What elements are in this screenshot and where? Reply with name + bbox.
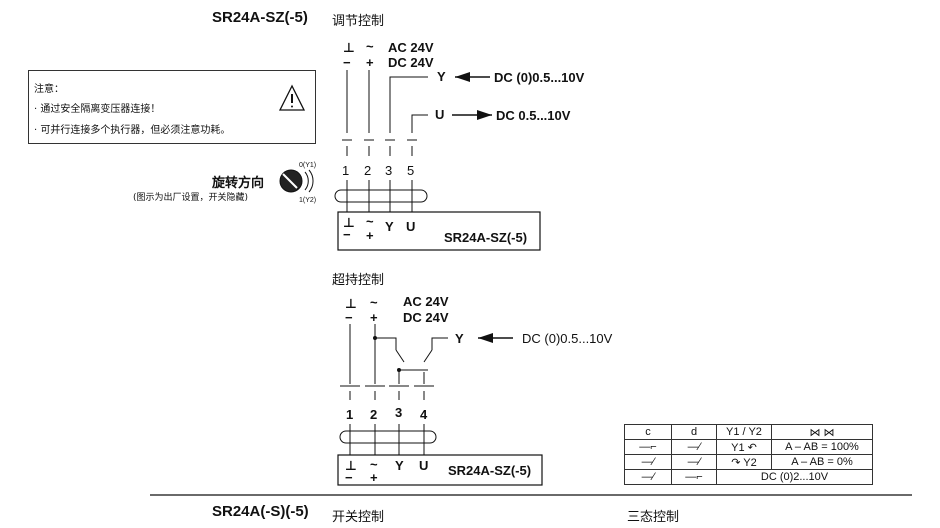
middle-plus-symbol: +: [370, 310, 378, 325]
bottom-model-title: SR24A(-S)(-5): [212, 503, 309, 520]
middle-supply-dc: DC 24V: [403, 310, 449, 325]
top-box-u: U: [406, 219, 416, 234]
table-cell: ↷ Y2: [716, 454, 772, 470]
middle-box-y: Y: [395, 458, 404, 473]
table-cell: —⁄: [624, 469, 672, 485]
middle-box-u: U: [419, 458, 429, 473]
top-u-signal: DC 0.5...10V: [496, 108, 571, 123]
middle-wire-4: [414, 337, 448, 400]
table-cell: —⁄: [624, 454, 672, 470]
note-title: 注意：: [34, 84, 64, 95]
top-y-signal: DC (0)0.5...10V: [494, 70, 585, 85]
top-supply-dc: DC 24V: [388, 55, 434, 70]
top-terminal-1: 1: [342, 163, 350, 178]
top-mode-title: 调节控制: [332, 14, 385, 29]
top-terminal-3: 3: [385, 163, 393, 178]
middle-gnd-symbol: ⊥: [345, 296, 357, 311]
table-cell: —⁄: [671, 439, 717, 455]
middle-y-arrow-icon: [478, 333, 513, 343]
middle-terminal-1: 1: [346, 407, 354, 422]
table-cell: —⁄: [671, 454, 717, 470]
top-supply-ac: AC 24V: [388, 40, 434, 55]
middle-supply-ac: AC 24V: [403, 294, 449, 309]
middle-terminal-4: 4: [420, 407, 428, 422]
middle-cable-wires: [349, 424, 425, 455]
top-box-model: SR24A-SZ(-5): [444, 230, 528, 245]
rotation-pos1: 1(Y2): [299, 197, 317, 204]
table-row: —⁄ —⌐ DC (0)2...10V: [624, 469, 873, 485]
middle-wire-1: [340, 324, 360, 400]
note-box: [28, 70, 316, 144]
middle-terminal-2: 2: [370, 407, 378, 422]
bottom-mode-left: 开关控制: [332, 510, 385, 525]
middle-box-gnd: ⊥: [345, 458, 357, 473]
top-box-gnd: ⊥: [343, 215, 355, 230]
top-terminal-2: 2: [364, 163, 372, 178]
middle-box-tilde: ~: [370, 457, 378, 472]
rotation-pos0: 0(Y1): [299, 162, 317, 169]
note-line-1: · 通过安全隔离变压器连接！: [34, 104, 161, 115]
top-y-arrow-icon: [455, 72, 490, 82]
table-row: —⌐ —⁄ Y1 ↶ A – AB = 100%: [624, 439, 873, 455]
top-box-tilde: ~: [366, 214, 374, 229]
top-wire-3: [385, 76, 428, 156]
middle-wire-3: [389, 368, 428, 400]
top-u-label: U: [435, 107, 445, 122]
middle-actuator-box: [337, 454, 543, 486]
top-wire-2: [364, 70, 374, 156]
warning-icon: [278, 84, 306, 111]
bottom-mode-right: 三态控制: [627, 510, 680, 525]
table-header-y1y2: Y1 / Y2: [716, 424, 772, 440]
top-wire-1: [342, 70, 352, 156]
rotation-label: 旋转方向: [212, 176, 265, 191]
control-table: c d Y1 / Y2 ⋈ ⋈ —⌐ —⁄ Y1 ↶ A – AB = 100%…: [624, 424, 873, 485]
top-actuator-box: [337, 211, 541, 251]
middle-wire-2: [365, 324, 405, 400]
top-gnd-symbol: ⊥: [343, 40, 355, 55]
middle-cable-sheath: [339, 430, 437, 444]
top-tilde-symbol: ~: [366, 39, 374, 54]
top-cable-wires: [346, 180, 413, 212]
middle-box-model: SR24A-SZ(-5): [448, 463, 532, 478]
top-u-arrow-icon: [452, 110, 492, 120]
table-row: —⁄ —⁄ ↷ Y2 A – AB = 0%: [624, 454, 873, 470]
middle-junction-dot: [373, 336, 377, 340]
middle-mode-title: 超持控制: [332, 273, 385, 288]
middle-box-plus: +: [370, 470, 378, 485]
top-model-title: SR24A-SZ(-5): [212, 9, 308, 26]
top-box-minus: −: [343, 227, 351, 242]
middle-y-label: Y: [455, 331, 464, 346]
table-header-row: c d Y1 / Y2 ⋈ ⋈: [624, 424, 873, 440]
table-cell: DC (0)2...10V: [716, 469, 873, 485]
middle-tilde-symbol: ~: [370, 295, 378, 310]
middle-terminal-3: 3: [395, 405, 403, 420]
top-terminal-5: 5: [407, 163, 415, 178]
table-cell: —⌐: [671, 469, 717, 485]
top-plus-symbol: +: [366, 55, 374, 70]
middle-y-signal: DC (0)0.5...10V: [522, 331, 613, 346]
top-y-label: Y: [437, 69, 446, 84]
top-box-y: Y: [385, 219, 394, 234]
top-cable-sheath: [334, 189, 428, 203]
rotation-sub: (图示为出厂设置，开关隐藏): [133, 193, 249, 203]
top-minus-symbol: −: [343, 55, 351, 70]
top-wire-5: [407, 114, 428, 156]
top-box-plus: +: [366, 228, 374, 243]
note-line-2: · 可并行连接多个执行器，但必须注意功耗。: [34, 125, 231, 136]
middle-minus-symbol: −: [345, 310, 353, 325]
middle-box-minus: −: [345, 470, 353, 485]
rotation-knob-icon: [279, 169, 314, 193]
